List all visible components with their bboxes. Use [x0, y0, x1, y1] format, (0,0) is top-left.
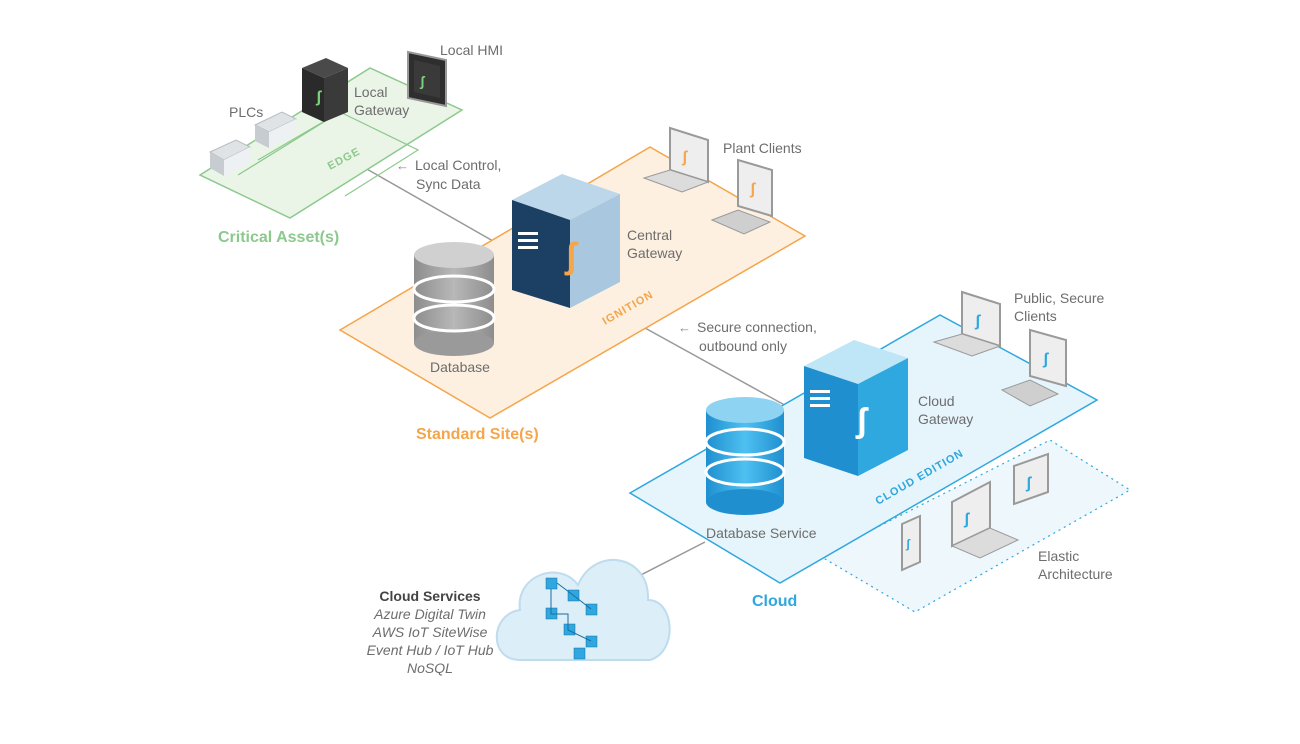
ignition-zone: IGNITION ʃ ʃ ʃ [338, 126, 807, 419]
standard-sites-title: Standard Site(s) [416, 426, 539, 443]
plant-client-monitor-icon: ʃ [710, 158, 773, 235]
plcs-label: PLCs [229, 104, 264, 120]
svg-text:ʃ: ʃ [905, 537, 911, 551]
arrow-left-icon: ← [396, 158, 409, 173]
svg-text:ʃ: ʃ [1042, 351, 1049, 368]
svg-text:ʃ: ʃ [749, 181, 756, 198]
database-label: Database [430, 359, 490, 375]
edge-connection-line [364, 167, 501, 246]
central-gateway-server-icon: ʃ [512, 174, 620, 308]
local-hmi-icon: ʃ [407, 50, 447, 108]
plc-icon [208, 111, 298, 176]
local-gateway-icon: ʃ [302, 58, 348, 122]
database-icon [412, 242, 496, 356]
svg-text:ʃ: ʃ [1025, 475, 1032, 492]
cloud-service-item: Event Hub / IoT Hub [366, 642, 494, 658]
cloud-gateway-server-icon: ʃ [804, 340, 908, 476]
cloud-link-label: ←Secure connection, outbound only [678, 319, 817, 354]
cloud-service-item: NoSQL [407, 660, 453, 676]
public-client-laptop-icon: ʃ [932, 290, 1002, 357]
arrow-left-icon: ← [678, 320, 691, 335]
elastic-monitor-icon: ʃ [1013, 452, 1049, 506]
edge-link-label: ←Local Control, Sync Data [396, 157, 502, 192]
public-client-monitor-icon: ʃ [1000, 328, 1067, 407]
cloud-services-heading: Cloud Services [379, 588, 481, 604]
svg-text:ʃ: ʃ [974, 313, 981, 330]
cloud-services-icon [495, 559, 671, 661]
critical-assets-title: Critical Asset(s) [218, 229, 340, 246]
svg-text:ʃ: ʃ [315, 89, 322, 106]
svg-text:ʃ: ʃ [681, 149, 688, 166]
cloud-services-list: Cloud Services Azure Digital Twin AWS Io… [350, 587, 510, 677]
elastic-laptop-icon: ʃ [950, 480, 1020, 559]
plant-client-laptop-icon: ʃ [642, 126, 710, 193]
database-service-icon [704, 397, 786, 515]
svg-text:ʃ: ʃ [564, 235, 579, 276]
svg-text:ʃ: ʃ [855, 402, 869, 440]
database-service-label: Database Service [706, 525, 817, 541]
local-hmi-label: Local HMI [440, 42, 504, 58]
cloud-service-item: Azure Digital Twin [374, 606, 486, 622]
cloud-connection-line [644, 327, 791, 409]
cloud-service-item: AWS IoT SiteWise [372, 624, 488, 640]
svg-text:ʃ: ʃ [419, 73, 426, 89]
svg-text:ʃ: ʃ [963, 511, 970, 528]
cloud-title: Cloud [752, 593, 798, 610]
edge-zone: EDGE ʃ ʃ [198, 50, 464, 219]
cloud-zone: CLOUD EDITION ʃ ʃ ʃ [628, 290, 1099, 584]
elastic-tablet-icon: ʃ [901, 514, 921, 572]
plant-clients-label: Plant Clients [723, 140, 802, 156]
